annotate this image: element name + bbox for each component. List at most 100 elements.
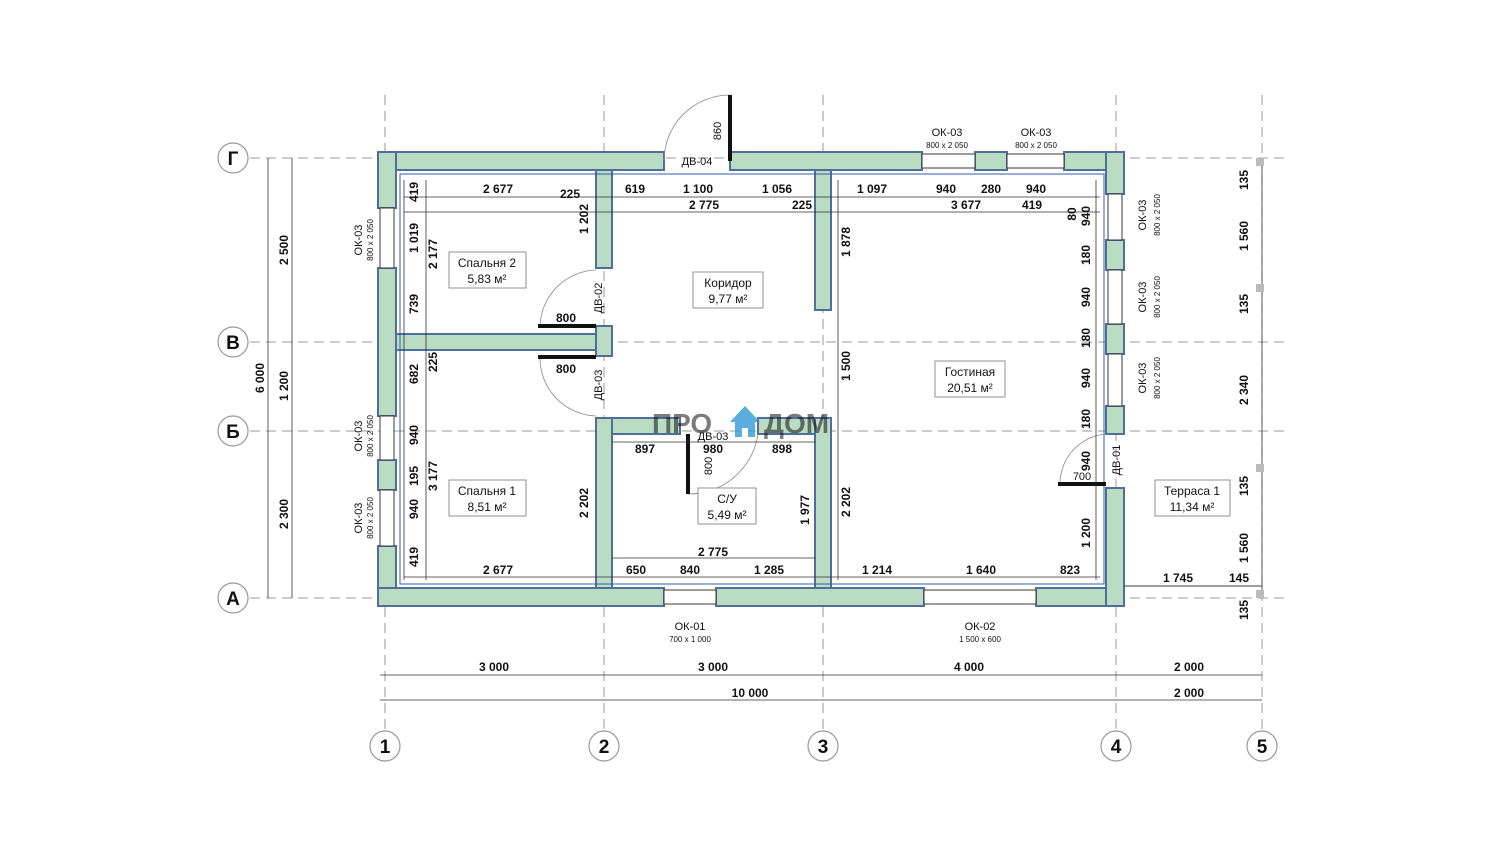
- dimension-value: 840: [680, 563, 700, 577]
- axis-label: Б: [226, 422, 240, 443]
- dimension-value: 3 177: [426, 461, 440, 491]
- window-code: ОК-02: [965, 621, 996, 633]
- dimension-value: 3 000: [698, 660, 728, 674]
- window-code: ОК-03: [1137, 200, 1149, 231]
- dimension-value: 1 560: [1237, 221, 1251, 251]
- dimension-value: 180: [1079, 245, 1093, 265]
- axis-label: Г: [228, 149, 239, 170]
- dimension-value: 80: [1065, 207, 1079, 221]
- room-name: С/У: [717, 492, 737, 506]
- window-code: ОК-03: [1137, 282, 1149, 313]
- dimension-value: 2 177: [426, 239, 440, 269]
- dimension-value: 940: [1079, 451, 1093, 471]
- room-labels: Спальня 2 5,83 м² Коридор 9,77 м² Гостин…: [448, 251, 1231, 525]
- axis-label: 1: [380, 737, 391, 758]
- room-area: 20,51 м²: [947, 381, 993, 395]
- dimension-value: 1 560: [1237, 533, 1251, 563]
- room-name: Терраса 1: [1164, 484, 1220, 498]
- dimension-value: 2 775: [689, 198, 719, 212]
- logo-text-left: ПРО: [652, 408, 712, 439]
- windows: [379, 153, 1123, 605]
- dimension-value: 1 745: [1163, 571, 1193, 585]
- window-code: ОК-03: [353, 503, 365, 534]
- dimension-value: 2 500: [277, 235, 291, 265]
- dimension-value: 195: [407, 466, 421, 486]
- dimension-value: 1 200: [277, 371, 291, 401]
- axis-label: А: [226, 589, 240, 610]
- window-size: 800 х 2 050: [366, 415, 375, 457]
- axis-label: 3: [818, 737, 829, 758]
- axis-label: 2: [599, 737, 610, 758]
- dimension-value: 940: [936, 182, 956, 196]
- dimension-value: 135: [1237, 476, 1251, 496]
- dimension-value: 225: [426, 352, 440, 372]
- dimension-value: 419: [1022, 198, 1042, 212]
- dimension-value: 739: [407, 294, 421, 314]
- dimension-value: 419: [407, 547, 421, 567]
- dimension-value: 940: [407, 425, 421, 445]
- room-name: Коридор: [704, 276, 752, 290]
- window-size: 700 х 1 000: [669, 635, 711, 644]
- door-label: ДВ-02: [593, 283, 605, 314]
- dimension-value: 6 000: [253, 363, 267, 393]
- window-code: ОК-01: [675, 621, 706, 633]
- dimension-value: 940: [1026, 182, 1046, 196]
- dimension-value: 2 202: [577, 488, 591, 518]
- dimension-value: 1 097: [857, 182, 887, 196]
- dimension-value: 2 202: [839, 487, 853, 517]
- window-size: 800 х 2 050: [366, 219, 375, 261]
- axis-label: В: [226, 333, 240, 354]
- room-name: Спальня 2: [458, 256, 517, 270]
- dimension-value: 3 677: [951, 198, 981, 212]
- door-labels: ДВ-04 ДВ-02 ДВ-03 ДВ-03 ДВ-01: [593, 156, 1123, 475]
- window-size: 800 х 2 050: [1153, 276, 1162, 318]
- dimension-value: 823: [1060, 563, 1080, 577]
- door-label: ДВ-01: [1111, 445, 1123, 476]
- room-area: 5,49 м²: [708, 508, 747, 522]
- dimension-value: 650: [626, 563, 646, 577]
- window-size: 1 500 х 600: [959, 635, 1001, 644]
- room-area: 9,77 м²: [709, 292, 748, 306]
- interior-dimensions: 2 677 225 619 1 100 1 056 1 097 940 280 …: [407, 122, 1249, 585]
- dimension-value: 1 640: [966, 563, 996, 577]
- dimension-value: 800: [556, 311, 576, 325]
- dimension-value: 940: [1079, 287, 1093, 307]
- window-code: ОК-03: [353, 225, 365, 256]
- window-size: 800 х 2 050: [1153, 194, 1162, 236]
- dimension-value: 145: [1229, 571, 1249, 585]
- dimension-value: 1 056: [762, 182, 792, 196]
- dimension-value: 898: [772, 442, 792, 456]
- door-label: ДВ-03: [698, 431, 729, 443]
- window-labels: ОК-03 800 х 2 050 ОК-03 800 х 2 050 ОК-0…: [353, 127, 1162, 644]
- window-size: 800 х 2 050: [1015, 141, 1057, 150]
- window-code: ОК-03: [353, 421, 365, 452]
- dimension-value: 940: [1079, 206, 1093, 226]
- dimension-value: 135: [1237, 294, 1251, 314]
- walls: [377, 151, 1125, 607]
- dimension-value: 135: [1237, 170, 1251, 190]
- dimension-value: 1 019: [407, 223, 421, 253]
- dimension-value: 419: [407, 182, 421, 202]
- door-label: ДВ-03: [593, 370, 605, 401]
- dimension-value: 1 214: [862, 563, 892, 577]
- dimension-value: 1 100: [683, 182, 713, 196]
- dimension-value: 700: [1073, 471, 1091, 483]
- dimension-value: 1 500: [839, 351, 853, 381]
- prodom-logo: ПРО ДОМ: [652, 406, 829, 439]
- dimension-value: 800: [556, 362, 576, 376]
- dimension-value: 225: [792, 198, 812, 212]
- room-name: Гостиная: [945, 365, 995, 379]
- dimension-value: 280: [981, 182, 1001, 196]
- window-code: ОК-03: [1021, 127, 1052, 139]
- house-icon: [730, 406, 760, 437]
- dimension-value: 135: [1237, 600, 1251, 620]
- dimension-lines: [267, 158, 1262, 701]
- doors: [538, 94, 1107, 495]
- dimension-value: 860: [712, 122, 724, 140]
- dimension-value: 940: [407, 499, 421, 519]
- axis-label: 5: [1257, 737, 1268, 758]
- dimension-value: 1 977: [798, 495, 812, 525]
- dimension-value: 1 202: [577, 204, 591, 234]
- window-size: 800 х 2 050: [366, 497, 375, 539]
